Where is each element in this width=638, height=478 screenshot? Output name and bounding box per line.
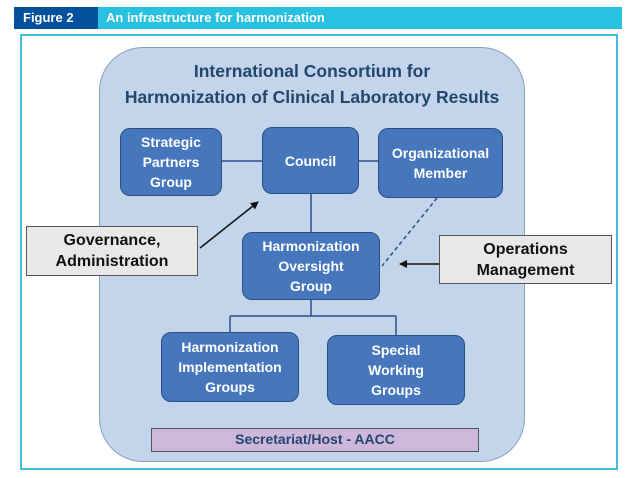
- strategic-line3: Group: [149, 174, 192, 190]
- line-organizational-oversight: [381, 197, 438, 267]
- figure-frame: [20, 34, 618, 470]
- special-line1: Special: [371, 342, 421, 358]
- figure-title: An infrastructure for harmonization: [106, 10, 325, 25]
- special-line3: Groups: [371, 382, 421, 398]
- consortium-title-line1: International Consortium for: [193, 61, 431, 81]
- consortium-title: International Consortium for Harmonizati…: [99, 58, 525, 110]
- operations-callout: Operations Management: [439, 235, 612, 284]
- governance-callout: Governance, Administration: [26, 226, 198, 276]
- implementation-line2: Implementation: [178, 359, 282, 375]
- organizational-line1: Organizational: [391, 145, 490, 161]
- implementation-line1: Harmonization: [181, 339, 279, 355]
- council-label: Council: [284, 152, 337, 169]
- governance-line2: Administration: [55, 253, 169, 270]
- operations-line2: Management: [476, 261, 575, 279]
- organizational-line2: Member: [413, 165, 468, 181]
- secretariat-bar: Secretariat/Host - AACC: [151, 428, 479, 452]
- oversight-line1: Harmonization: [262, 238, 360, 254]
- organizational-member-box: Organizational Member: [378, 128, 503, 198]
- consortium-title-line2: Harmonization of Clinical Laboratory Res…: [124, 87, 500, 107]
- oversight-group-box: Harmonization Oversight Group: [242, 232, 380, 300]
- implementation-line3: Groups: [205, 379, 255, 395]
- operations-line1: Operations: [483, 240, 568, 258]
- oversight-line3: Group: [289, 278, 332, 294]
- council-box: Council: [262, 127, 359, 194]
- special-working-groups-box: Special Working Groups: [327, 335, 465, 405]
- figure-header: Figure 2 An infrastructure for harmoniza…: [14, 7, 622, 29]
- oversight-line2: Oversight: [278, 258, 344, 274]
- strategic-line1: Strategic: [141, 134, 201, 150]
- figure-label: Figure 2: [14, 7, 98, 29]
- special-line2: Working: [368, 362, 424, 378]
- governance-line1: Governance,: [63, 232, 161, 249]
- implementation-groups-box: Harmonization Implementation Groups: [161, 332, 299, 402]
- strategic-partners-box: Strategic Partners Group: [120, 128, 222, 196]
- governance-arrow: [199, 201, 259, 249]
- strategic-line2: Partners: [142, 154, 200, 170]
